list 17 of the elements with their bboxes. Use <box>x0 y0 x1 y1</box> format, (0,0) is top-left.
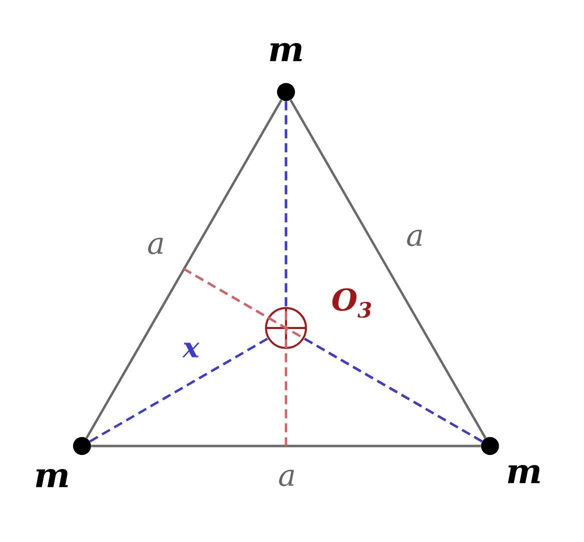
mass-label: m <box>36 468 68 488</box>
edge-label: x <box>182 342 200 358</box>
distance-line <box>89 337 268 442</box>
triangle-side <box>91 444 481 448</box>
mass-label: m <box>270 42 302 62</box>
triangle-side <box>86 99 282 439</box>
mass-dot <box>73 437 91 455</box>
mass-dot <box>481 437 499 455</box>
mass-dot <box>277 83 295 101</box>
triangle-side <box>290 99 486 439</box>
edge-label: a <box>277 468 297 488</box>
edge-label: a <box>405 228 425 248</box>
center-label: O$_{3}$ <box>332 288 372 318</box>
distance-line <box>304 337 483 442</box>
mass-label: m <box>508 464 540 484</box>
edge-label: a <box>146 236 166 256</box>
distance-line <box>284 101 288 307</box>
